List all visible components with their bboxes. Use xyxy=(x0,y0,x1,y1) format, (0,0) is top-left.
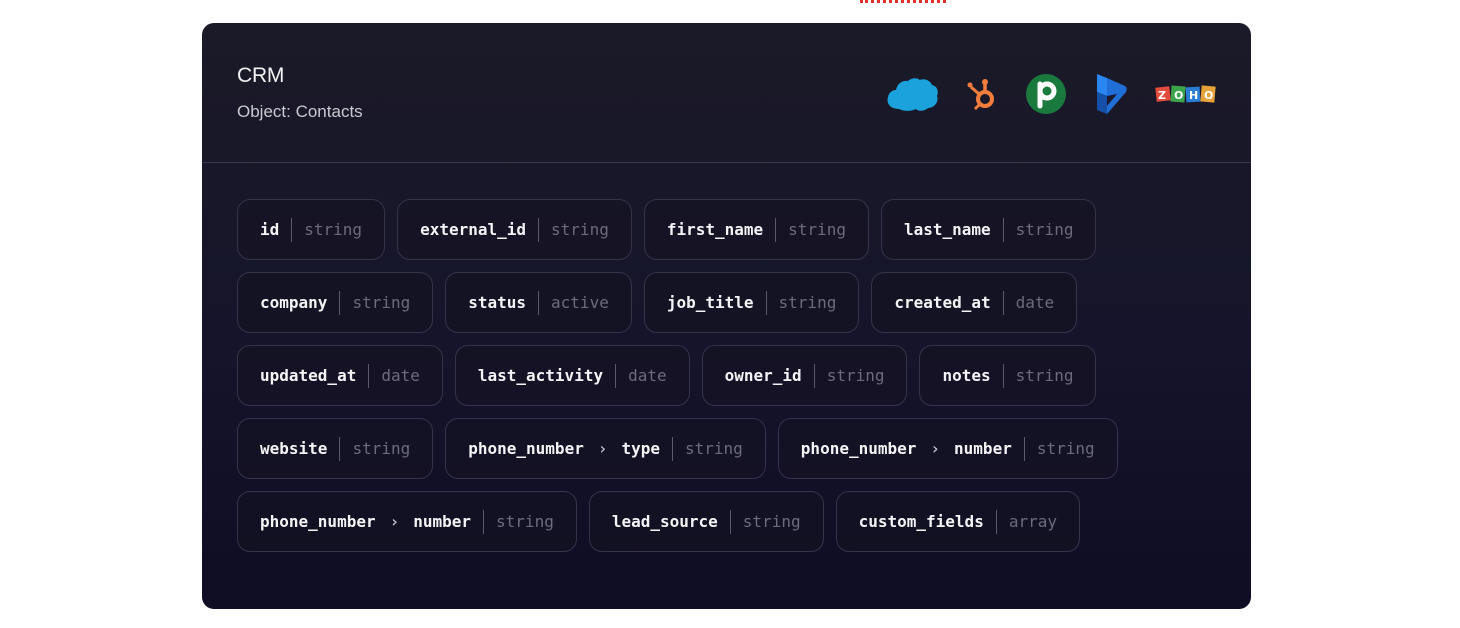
field-name: job_title xyxy=(666,293,754,312)
field-type: active xyxy=(551,293,609,312)
field-row: id string external_id string first_name … xyxy=(237,199,1221,260)
field-type: string xyxy=(352,293,411,312)
field-name: first_name xyxy=(666,220,764,239)
field-list: id string external_id string first_name … xyxy=(237,199,1221,564)
field-type: string xyxy=(304,220,363,239)
field-pill-last-activity[interactable]: last_activity date xyxy=(454,345,690,406)
field-pill-first-name[interactable]: first_name string xyxy=(643,199,869,260)
field-type: date xyxy=(381,366,420,385)
field-name: last_activity xyxy=(477,366,604,385)
field-pill-phone-number-type[interactable]: phone_number › type string xyxy=(445,418,766,479)
field-type: string xyxy=(551,220,609,239)
field-divider xyxy=(995,509,997,534)
field-type: string xyxy=(352,439,411,458)
field-pill-company[interactable]: company string xyxy=(237,272,434,333)
card-subtitle: Object: Contacts xyxy=(237,102,363,121)
chevron-right-icon: › xyxy=(597,439,608,458)
field-divider xyxy=(813,363,815,388)
field-divider xyxy=(538,290,540,315)
card-title: CRM xyxy=(237,64,285,87)
integration-logos: Z O H O xyxy=(885,73,1217,115)
field-subname: number xyxy=(413,512,472,531)
field-pill-owner-id[interactable]: owner_id string xyxy=(701,345,908,406)
field-pill-notes[interactable]: notes string xyxy=(919,345,1097,406)
field-name: lead_source xyxy=(611,512,718,531)
field-type: string xyxy=(496,512,554,531)
field-divider xyxy=(291,217,293,242)
field-pill-phone-number-number[interactable]: phone_number › number string xyxy=(237,491,577,552)
field-row: updated_at date last_activity date owner… xyxy=(237,345,1221,406)
field-name: custom_fields xyxy=(858,512,984,531)
svg-text:O: O xyxy=(1204,89,1213,102)
field-subname: number xyxy=(954,439,1012,458)
field-pill-website[interactable]: website string xyxy=(237,418,434,479)
field-pill-last-name[interactable]: last_name string xyxy=(880,199,1097,260)
field-divider xyxy=(1023,436,1025,461)
salesforce-icon xyxy=(885,75,939,113)
field-pill-custom-fields[interactable]: custom_fields array xyxy=(835,491,1080,552)
field-divider xyxy=(538,217,540,242)
field-type: string xyxy=(778,293,837,312)
field-divider xyxy=(1002,290,1004,315)
field-name: phone_number xyxy=(260,512,376,531)
field-pill-created-at[interactable]: created_at date xyxy=(871,272,1078,333)
field-type: array xyxy=(1008,512,1057,531)
field-pill-lead-source[interactable]: lead_source string xyxy=(588,491,824,552)
field-type: string xyxy=(788,220,846,239)
field-divider xyxy=(1002,217,1004,242)
field-divider xyxy=(339,290,341,315)
field-divider xyxy=(765,290,767,315)
field-pill-phone-number-number[interactable]: phone_number › number string xyxy=(777,418,1118,479)
field-row: phone_number › number string lead_source… xyxy=(237,491,1221,552)
hubspot-icon xyxy=(965,75,999,113)
chevron-right-icon: › xyxy=(389,512,400,531)
field-divider xyxy=(775,217,777,242)
svg-text:Z: Z xyxy=(1158,89,1166,102)
field-name: id xyxy=(260,220,280,239)
card-header: CRM Object: Contacts xyxy=(202,23,1251,163)
dynamics-icon xyxy=(1093,72,1129,116)
field-type: string xyxy=(1036,439,1095,458)
field-name: status xyxy=(468,293,527,312)
field-name: website xyxy=(260,439,328,458)
field-type: string xyxy=(685,439,743,458)
field-pill-id[interactable]: id string xyxy=(237,199,386,260)
field-name: phone_number xyxy=(800,439,917,458)
svg-text:O: O xyxy=(1174,89,1183,102)
field-name: updated_at xyxy=(260,366,357,385)
field-divider xyxy=(1002,363,1004,388)
field-type: string xyxy=(1015,220,1074,239)
chevron-right-icon: › xyxy=(930,439,941,458)
field-divider xyxy=(672,436,673,461)
field-name: company xyxy=(260,293,328,312)
field-name: phone_number xyxy=(468,439,584,458)
top-accent-dots xyxy=(860,0,946,7)
field-type: string xyxy=(826,366,885,385)
pipedrive-icon xyxy=(1025,73,1067,115)
svg-text:H: H xyxy=(1189,89,1198,102)
field-row: website string phone_number › type strin… xyxy=(237,418,1221,479)
field-name: created_at xyxy=(894,293,991,312)
field-pill-external-id[interactable]: external_id string xyxy=(397,199,632,260)
field-pill-status[interactable]: status active xyxy=(445,272,632,333)
field-name: notes xyxy=(942,366,991,385)
field-name: external_id xyxy=(420,220,527,239)
field-type: string xyxy=(742,512,801,531)
field-divider xyxy=(339,436,341,461)
field-pill-job-title[interactable]: job_title string xyxy=(643,272,860,333)
zoho-icon: Z O H O xyxy=(1155,83,1217,105)
field-divider xyxy=(615,363,617,388)
field-divider xyxy=(729,509,731,534)
field-row: company string status active job_title s… xyxy=(237,272,1221,333)
field-divider xyxy=(483,509,485,534)
field-type: string xyxy=(1015,366,1074,385)
field-name: owner_id xyxy=(724,366,802,385)
field-name: last_name xyxy=(903,220,991,239)
field-divider xyxy=(368,363,370,388)
field-subname: type xyxy=(621,439,660,458)
crm-card: CRM Object: Contacts xyxy=(202,23,1251,609)
field-pill-updated-at[interactable]: updated_at date xyxy=(237,345,443,406)
field-type: date xyxy=(628,366,667,385)
field-type: date xyxy=(1015,293,1055,312)
